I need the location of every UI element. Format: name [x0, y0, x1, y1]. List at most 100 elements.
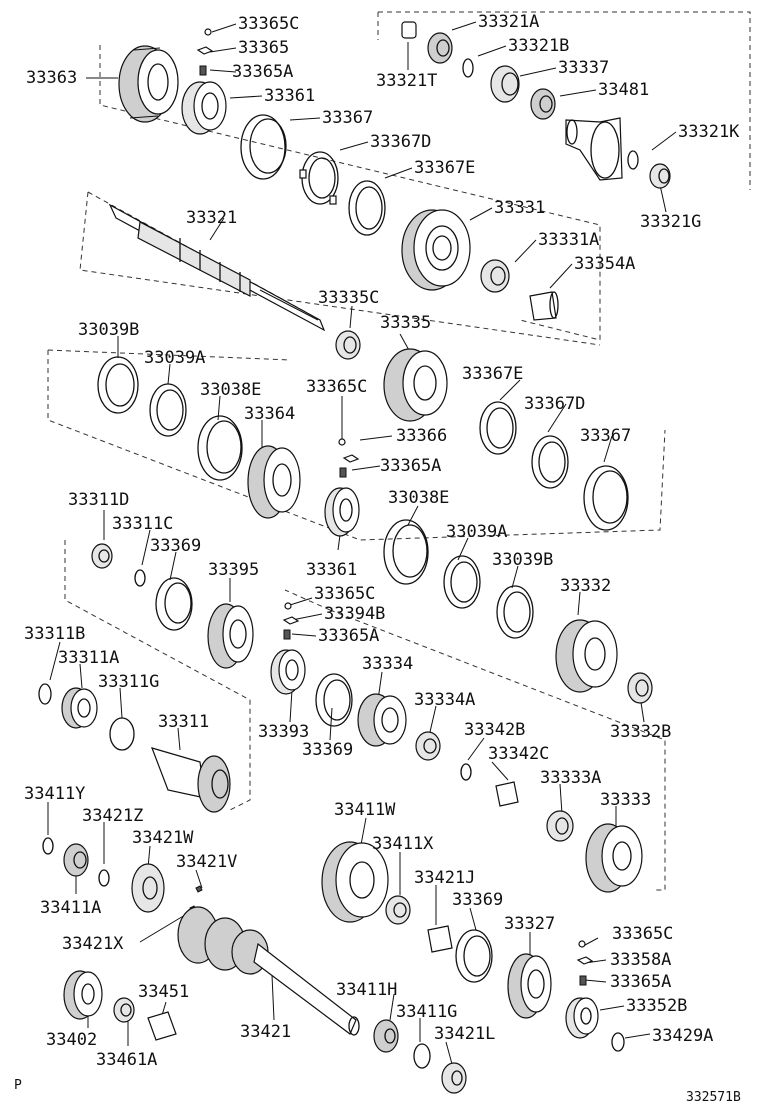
- label-33411x: 33411X: [372, 834, 434, 854]
- label-33358a: 33358A: [610, 950, 672, 970]
- label-33039a-mid: 33039A: [144, 348, 206, 368]
- label-33352b: 33352B: [626, 996, 688, 1016]
- bottom-bearings: [63, 970, 177, 1041]
- label-33394b: 33394B: [324, 604, 386, 624]
- synchro-rings-lower: [383, 519, 534, 639]
- label-33365c-mid: 33365C: [306, 377, 368, 397]
- label-33332b: 33332B: [610, 722, 672, 742]
- synchro-ring-tabbed: [299, 151, 339, 205]
- label-33321t: 33321T: [376, 71, 438, 91]
- label-33367d-top: 33367D: [370, 132, 432, 152]
- bottom-right-gears: [455, 929, 552, 1019]
- synchro-ring-outer: [348, 180, 386, 236]
- leader-lines: [47, 21, 677, 1065]
- large-bearing-part: [401, 209, 471, 291]
- label-33321k: 33321K: [678, 122, 740, 142]
- counter-shaft-part: [177, 906, 360, 1036]
- label-33421z: 33421Z: [82, 806, 144, 826]
- label-33354a: 33354A: [574, 254, 636, 274]
- label-33421v: 33421V: [176, 852, 238, 872]
- label-33334: 33334: [362, 654, 414, 674]
- label-33342c: 33342C: [488, 744, 550, 764]
- label-33429a: 33429A: [652, 1026, 714, 1046]
- hub-sleeve-part: [118, 45, 179, 123]
- label-33369-mid: 33369: [150, 536, 202, 556]
- bottom-left-parts: [42, 837, 203, 913]
- label-33421j: 33421J: [414, 868, 476, 888]
- label-33411w: 33411W: [334, 800, 396, 820]
- label-33365c-bottom: 33365C: [612, 924, 674, 944]
- label-33311d: 33311D: [68, 490, 130, 510]
- gear-group-33334: [315, 673, 441, 761]
- label-33364: 33364: [244, 404, 296, 424]
- key-parts-middle: [338, 438, 360, 478]
- needle-bearing-part: [480, 259, 510, 293]
- shaft-group-33311: [38, 683, 231, 813]
- label-33321g: 33321G: [640, 212, 702, 232]
- label-33332: 33332: [560, 576, 612, 596]
- synchro-rings-middle: [97, 356, 243, 481]
- bottom-center-parts: [373, 1019, 467, 1094]
- needle-bearing-33332b: [627, 672, 653, 704]
- bearing-part: [181, 81, 227, 135]
- hub-part-33364: [247, 445, 301, 519]
- label-33361-top: 33361: [264, 86, 316, 106]
- label-33331a: 33331A: [538, 230, 600, 250]
- label-33321a: 33321A: [478, 12, 540, 32]
- gear-part-33332: [555, 619, 618, 693]
- key-parts-top: [196, 28, 214, 76]
- label-33365a-bottom: 33365A: [610, 972, 672, 992]
- label-33367e-mid: 33367E: [462, 364, 524, 384]
- gear-part-33335: [383, 348, 448, 422]
- bearing-part-33393: [270, 649, 306, 695]
- top-right-parts: [401, 21, 671, 189]
- label-33334a: 33334A: [414, 690, 476, 710]
- label-33411y: 33411Y: [24, 784, 86, 804]
- synchro-rings-right: [479, 401, 629, 531]
- reverse-gear-group: [321, 841, 453, 953]
- left-mid-parts: [91, 543, 254, 669]
- label-33421: 33421: [240, 1022, 292, 1042]
- label-33335: 33335: [380, 313, 432, 333]
- label-33311c: 33311C: [112, 514, 174, 534]
- label-33461a: 33461A: [96, 1050, 158, 1070]
- label-33311a: 33311A: [58, 648, 120, 668]
- label-33366: 33366: [396, 426, 448, 446]
- corner-mark: P: [14, 1078, 22, 1093]
- label-33363: 33363: [26, 68, 78, 88]
- label-33411g: 33411G: [396, 1002, 458, 1022]
- label-33367-top: 33367: [322, 108, 374, 128]
- label-33321: 33321: [186, 208, 238, 228]
- label-33342b: 33342B: [464, 720, 526, 740]
- label-33321b: 33321B: [508, 36, 570, 56]
- label-33361-mid: 33361: [306, 560, 358, 580]
- label-33333: 33333: [600, 790, 652, 810]
- label-33421x: 33421X: [62, 934, 124, 954]
- label-33402: 33402: [46, 1030, 98, 1050]
- label-33311g: 33311G: [98, 672, 160, 692]
- key-parts-bottom: [576, 940, 594, 986]
- label-33365c-top: 33365C: [238, 14, 300, 34]
- label-33481: 33481: [598, 80, 650, 100]
- label-33337: 33337: [558, 58, 610, 78]
- label-33311: 33311: [158, 712, 210, 732]
- label-33411h: 33411H: [336, 980, 398, 1000]
- main-shaft-part: [108, 203, 326, 332]
- diagram-id: 332571B: [686, 1090, 741, 1105]
- bearing-part-mid: [324, 487, 360, 537]
- label-33365c-lower: 33365C: [314, 584, 376, 604]
- label-33327: 33327: [504, 914, 556, 934]
- label-33393: 33393: [258, 722, 310, 742]
- label-33369-lower: 33369: [302, 740, 354, 760]
- label-33039a-lower: 33039A: [446, 522, 508, 542]
- label-33365a-lower: 33365A: [318, 626, 380, 646]
- label-33395: 33395: [208, 560, 260, 580]
- label-33451: 33451: [138, 982, 190, 1002]
- key-parts-lower: [282, 602, 300, 640]
- label-33365a-top: 33365A: [232, 62, 294, 82]
- label-33311b: 33311B: [24, 624, 86, 644]
- label-33421w: 33421W: [132, 828, 194, 848]
- label-33335c: 33335C: [318, 288, 380, 308]
